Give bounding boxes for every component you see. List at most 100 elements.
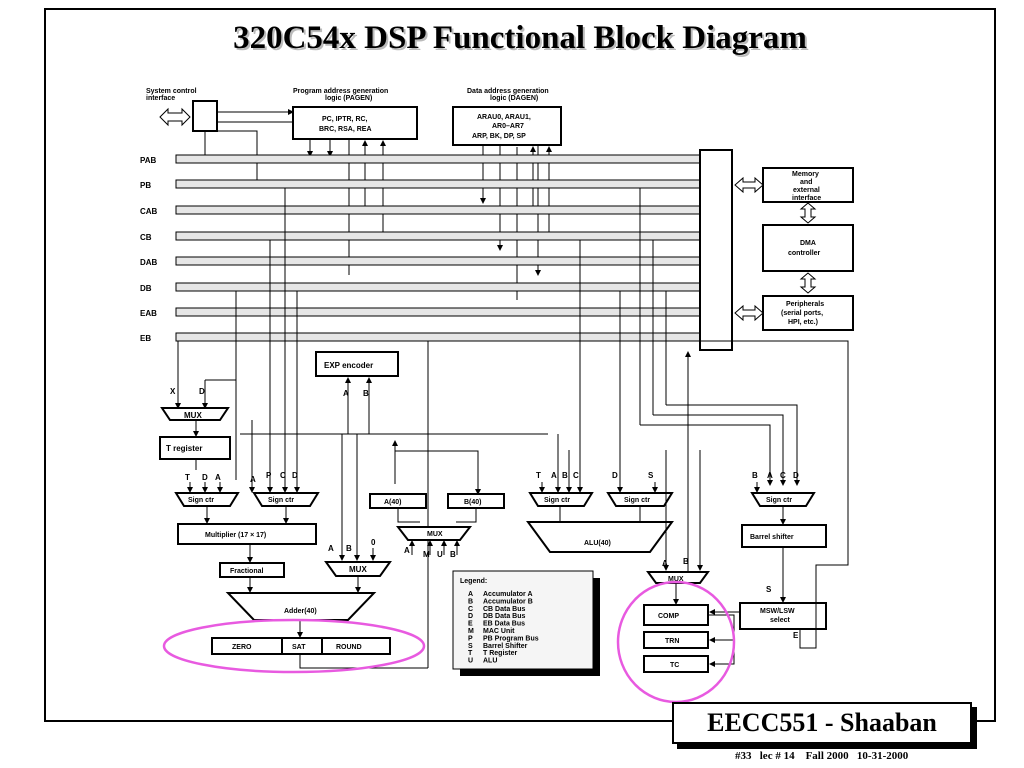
periph-line-3: HPI, etc.)	[788, 319, 818, 326]
svg-text:A: A	[767, 471, 773, 480]
svg-text:Sign ctr: Sign ctr	[544, 497, 570, 504]
svg-text:B: B	[562, 471, 568, 480]
sci-label-1: System control	[146, 88, 197, 95]
svg-text:MUX: MUX	[427, 531, 443, 538]
svg-text:ALU(40): ALU(40)	[584, 540, 611, 547]
svg-text:A: A	[551, 471, 557, 480]
svg-text:B: B	[363, 389, 369, 398]
slide-frame	[44, 8, 996, 722]
svg-text:ROUND: ROUND	[336, 644, 362, 651]
legend-value: EB Data Bus	[483, 621, 525, 628]
bus-label-db: DB	[140, 284, 152, 293]
system-control-interface: System control interface	[146, 88, 218, 132]
svg-text:Sign ctr: Sign ctr	[268, 497, 294, 504]
svg-text:P: P	[266, 471, 272, 480]
bus-label-cab: CAB	[140, 207, 158, 216]
svg-text:D: D	[793, 471, 799, 480]
svg-text:B: B	[450, 550, 456, 559]
legend-value: T Register	[483, 650, 518, 657]
legend-value: DB Data Bus	[483, 613, 526, 620]
svg-text:Multiplier (17 × 17): Multiplier (17 × 17)	[205, 532, 266, 539]
dagen-regs-3: ARP, BK, DP, SP	[472, 133, 526, 140]
svg-text:B(40): B(40)	[464, 499, 482, 506]
bus-pb	[175, 179, 701, 189]
bus-group: PAB PB CAB CB DAB DB EAB EB	[140, 149, 733, 351]
bus-label-pab: PAB	[140, 156, 157, 165]
svg-text:Barrel shifter: Barrel shifter	[750, 534, 794, 541]
dagen-label-2: logic (DAGEN)	[490, 95, 538, 102]
bus-label-eab: EAB	[140, 309, 157, 318]
svg-text:EXP encoder: EXP encoder	[324, 361, 373, 370]
legend-value: Accumulator B	[483, 598, 533, 605]
svg-text:B: B	[683, 557, 689, 566]
svg-text:B: B	[752, 471, 758, 480]
legend-key: M	[468, 628, 474, 635]
memory-line-3: external	[793, 187, 820, 194]
dma-line-1: DMA	[800, 240, 816, 247]
bus-cb	[175, 231, 701, 241]
mem-double-arrow-icon	[734, 176, 764, 194]
svg-text:Adder(40): Adder(40)	[284, 608, 317, 615]
dma-line-2: controller	[788, 250, 821, 257]
pagen-label-1: Program address generation	[293, 88, 388, 95]
svg-text:select: select	[770, 617, 791, 624]
bus-label-eb: EB	[140, 334, 151, 343]
legend-key: B	[468, 598, 473, 605]
bus-label-cb: CB	[140, 233, 152, 242]
bus-eb	[175, 332, 701, 342]
svg-text:MSW/LSW: MSW/LSW	[760, 608, 795, 615]
svg-text:T register: T register	[166, 444, 202, 453]
svg-text:M: M	[423, 550, 430, 559]
svg-text:C: C	[280, 471, 286, 480]
sign-ctr-left: T D A Sign ctr A P C D Sign ctr	[174, 471, 320, 524]
svg-text:TC: TC	[670, 662, 679, 669]
svg-text:D: D	[292, 471, 298, 480]
svg-text:TRN: TRN	[665, 638, 679, 645]
svg-text:A: A	[404, 546, 410, 555]
svg-text:E: E	[793, 631, 799, 640]
svg-text:T: T	[185, 473, 190, 482]
svg-text:S: S	[648, 471, 654, 480]
svg-text:D: D	[612, 471, 618, 480]
svg-text:COMP: COMP	[658, 613, 679, 620]
svg-text:A: A	[328, 544, 334, 553]
periph-line-2: (serial ports,	[781, 310, 823, 317]
legend-value: ALU	[483, 658, 497, 665]
svg-text:X: X	[170, 387, 176, 396]
dagen-regs-2: AR0–AR7	[492, 123, 524, 130]
bus-pab	[175, 154, 701, 164]
pagen-regs-2: BRC, RSA, REA	[319, 126, 372, 133]
periph-double-arrow-icon	[734, 304, 764, 322]
bus-drop-wires	[177, 188, 800, 669]
sci-label-2: interface	[146, 95, 175, 102]
bus-dab	[175, 256, 701, 266]
right-blocks: Memory and external interface DMA contro…	[734, 167, 854, 331]
legend-key: U	[468, 658, 473, 665]
legend-value: CB Data Bus	[483, 606, 526, 613]
svg-text:A(40): A(40)	[384, 499, 402, 506]
comp-group: A B MUX COMP TRN TC	[643, 450, 740, 673]
svg-text:ZERO: ZERO	[232, 644, 252, 651]
legend-value: MAC Unit	[483, 628, 515, 635]
svg-text:D: D	[202, 473, 208, 482]
legend-key: D	[468, 613, 473, 620]
pagen-regs-1: PC, IPTR, RC,	[322, 116, 368, 123]
bus-cab	[175, 205, 701, 215]
legend-key: S	[468, 643, 473, 650]
mux-xd: X D MUX T register	[159, 387, 231, 470]
mem-dma-arrow-icon	[799, 202, 817, 224]
pagen-label-2: logic (PAGEN)	[325, 95, 372, 102]
svg-text:T: T	[536, 471, 541, 480]
accumulators: A(40) B(40) MUX A M U B	[240, 433, 548, 559]
svg-text:MUX: MUX	[184, 411, 202, 420]
svg-text:A: A	[343, 389, 349, 398]
legend-key: T	[468, 650, 473, 657]
svg-text:Sign ctr: Sign ctr	[188, 497, 214, 504]
dagen-block: Data address generation logic (DAGEN) AR…	[452, 88, 562, 146]
memory-line-4: interface	[792, 195, 821, 202]
course-badge: EECC551 - Shaaban	[672, 702, 972, 744]
svg-text:C: C	[573, 471, 579, 480]
svg-text:Sign ctr: Sign ctr	[766, 497, 792, 504]
